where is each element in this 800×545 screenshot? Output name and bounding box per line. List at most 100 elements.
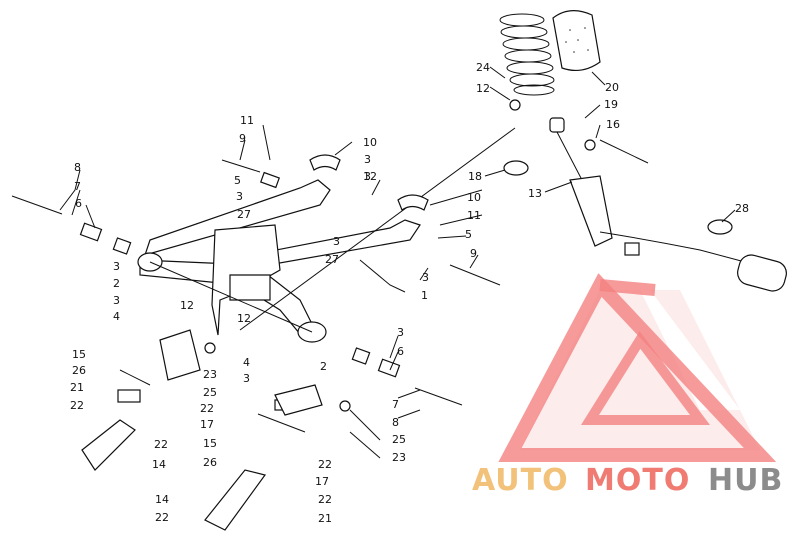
bump-stop-boot xyxy=(552,10,601,72)
shock-spacer xyxy=(624,242,640,256)
shock-body xyxy=(569,175,613,247)
callout-28: 28 xyxy=(735,202,749,215)
callout-22: 22 xyxy=(318,493,332,506)
logo-stroke xyxy=(599,279,656,296)
logo-inner-triangle xyxy=(580,331,710,425)
callout-4: 4 xyxy=(113,310,120,323)
bracket-left-upper xyxy=(159,329,201,381)
shock-assembly xyxy=(239,10,787,331)
watermark-word-moto: MOTO xyxy=(585,463,690,498)
callout-9: 9 xyxy=(470,247,477,260)
callout-12: 12 xyxy=(476,82,490,95)
washer-18 xyxy=(503,160,529,176)
callout-13: 13 xyxy=(528,187,542,200)
bolt-9-lower xyxy=(449,264,501,286)
callout-21: 21 xyxy=(70,381,84,394)
callout-25: 25 xyxy=(203,386,217,399)
callout-27: 27 xyxy=(237,208,251,221)
bolt-8-left xyxy=(11,195,63,215)
watermark-word-auto: AUTO xyxy=(472,463,569,498)
bushing-5-upper xyxy=(260,171,280,189)
callout-3: 3 xyxy=(397,326,404,339)
callout-6: 6 xyxy=(397,345,404,358)
callout-17: 17 xyxy=(315,475,329,488)
callout-2: 2 xyxy=(113,277,120,290)
callout-3: 3 xyxy=(113,260,120,273)
callout-9: 9 xyxy=(239,132,246,145)
callout-19: 19 xyxy=(604,98,618,111)
shock-reservoir xyxy=(737,254,787,292)
callout-18: 18 xyxy=(468,170,482,183)
nut-19 xyxy=(584,139,596,151)
callout-8: 8 xyxy=(74,161,81,174)
callout-4: 4 xyxy=(243,356,250,369)
shock-leader-line xyxy=(239,127,516,331)
callout-10: 10 xyxy=(467,191,481,204)
callout-8: 8 xyxy=(392,416,399,429)
callout-20: 20 xyxy=(605,81,619,94)
callout-3: 3 xyxy=(236,190,243,203)
rear-links xyxy=(81,329,323,531)
callout-15: 15 xyxy=(72,348,86,361)
nut-12-shock xyxy=(509,99,521,111)
callout-3: 3 xyxy=(422,271,429,284)
callout-24: 24 xyxy=(476,61,490,74)
bushing-6-right xyxy=(377,358,401,378)
hardware xyxy=(11,99,649,433)
callout-22: 22 xyxy=(154,438,168,451)
reservoir-hose xyxy=(599,231,746,263)
watermark-logo xyxy=(498,273,777,462)
upper-arm-left xyxy=(144,179,331,256)
logo-triangle xyxy=(498,273,777,462)
callout-22: 22 xyxy=(200,402,214,415)
callout-26: 26 xyxy=(203,456,217,469)
callout-3: 3 xyxy=(243,372,250,385)
bolt-16 xyxy=(599,139,649,164)
callout-1: 1 xyxy=(421,289,428,302)
leader-lines xyxy=(59,66,736,459)
callout-17: 17 xyxy=(200,418,214,431)
shock-rod xyxy=(556,131,583,181)
boot-texture xyxy=(565,27,589,53)
callout-23: 23 xyxy=(392,451,406,464)
callout-7: 7 xyxy=(74,180,81,193)
callout-26: 26 xyxy=(72,364,86,377)
bolt-15-right xyxy=(257,413,306,433)
callout-11: 11 xyxy=(240,114,254,127)
bolt-15-left xyxy=(119,369,151,386)
nut-25-left xyxy=(204,342,216,354)
cap-10-lower xyxy=(397,194,429,211)
cross-shaft xyxy=(149,261,313,333)
bolt-9-upper xyxy=(221,159,261,173)
callout-14: 14 xyxy=(155,493,169,506)
callout-3: 3 xyxy=(364,170,371,183)
bushing-6-left xyxy=(79,222,103,242)
bracket-right-upper xyxy=(274,384,323,416)
bolt-8-right xyxy=(414,387,463,406)
callout-2: 2 xyxy=(320,360,327,373)
callout-27: 27 xyxy=(325,253,339,266)
callout-3: 3 xyxy=(333,235,340,248)
swing-arm xyxy=(137,179,421,343)
watermark-text: AUTO MOTO HUB xyxy=(472,463,782,498)
callout-21: 21 xyxy=(318,512,332,525)
callout-14: 14 xyxy=(152,458,166,471)
callout-10: 10 xyxy=(363,136,377,149)
callout-16: 16 xyxy=(606,118,620,131)
bushing-3-right xyxy=(351,347,371,365)
callout-7: 7 xyxy=(392,398,399,411)
callouts: 1 2 2 3 3 3 3 3 3 3 3 3 4 4 5 5 6 6 7 7 … xyxy=(70,61,749,525)
callout-25: 25 xyxy=(392,433,406,446)
link-arm-left xyxy=(81,419,136,471)
callout-12: 12 xyxy=(237,312,251,325)
callout-15: 15 xyxy=(203,437,217,450)
callout-23: 23 xyxy=(203,368,217,381)
callout-3: 3 xyxy=(113,294,120,307)
callout-22: 22 xyxy=(155,511,169,524)
bushing-3-left xyxy=(112,237,132,255)
clamp-28 xyxy=(707,219,733,235)
callout-22: 22 xyxy=(318,458,332,471)
callout-12: 12 xyxy=(180,299,194,312)
